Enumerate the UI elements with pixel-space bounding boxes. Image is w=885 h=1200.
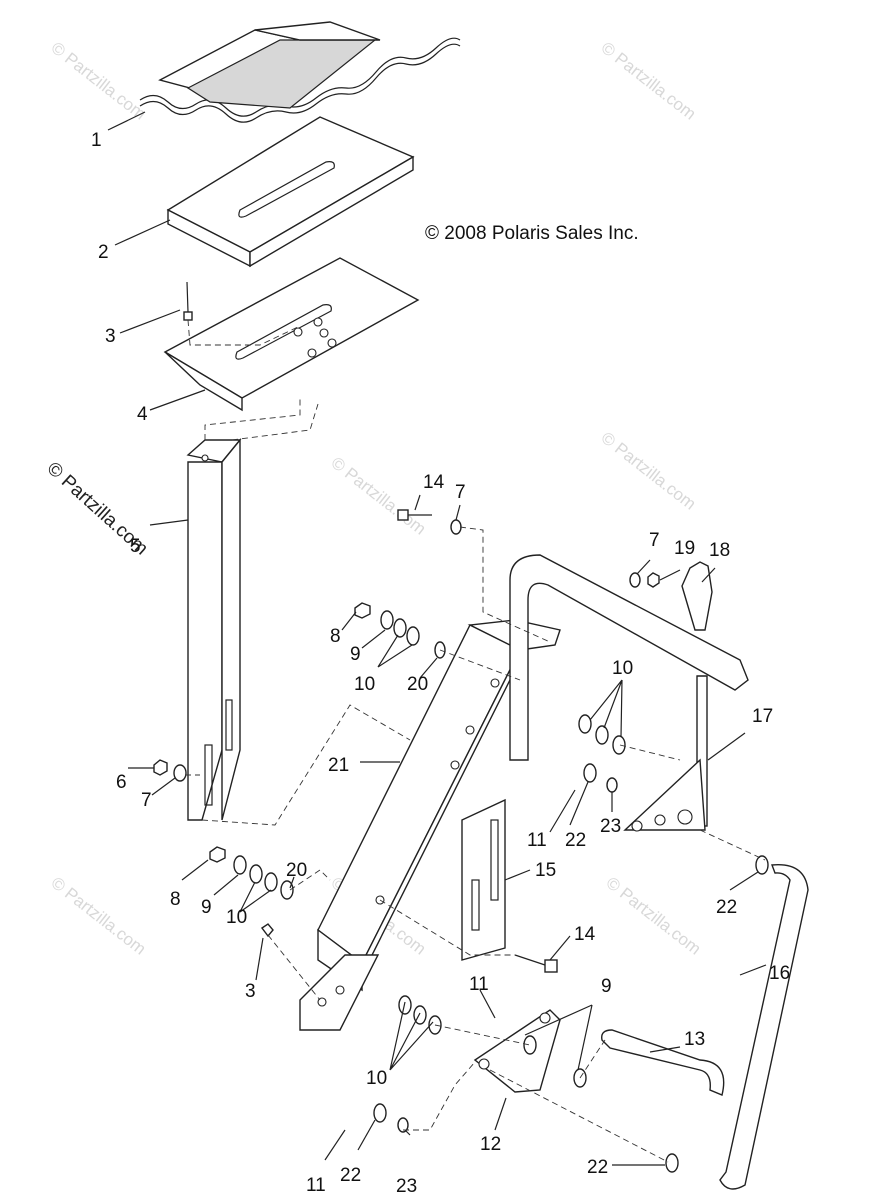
label-part-9: 9 [601, 976, 612, 997]
label-part-20: 20 [407, 674, 428, 695]
part-12-bell-crank [473, 1009, 561, 1093]
label-part-9: 9 [201, 897, 212, 918]
label-part-12: 12 [480, 1134, 501, 1155]
part-17-linkage-plate [623, 675, 708, 832]
label-part-8: 8 [330, 626, 341, 647]
hardware-washers-nuts [209, 519, 769, 1173]
watermark-text: © Partzilla.com [603, 873, 705, 959]
part-3-pin-upper [183, 281, 301, 346]
label-part-3: 3 [105, 326, 116, 347]
label-part-18: 18 [709, 540, 730, 561]
watermark-text: © Partzilla.com [598, 38, 700, 124]
label-part-10: 10 [354, 674, 375, 695]
label-part-7: 7 [455, 482, 466, 503]
label-part-23: 23 [600, 816, 621, 837]
label-part-19: 19 [674, 538, 695, 559]
part-16-bent-rod [719, 864, 809, 1190]
watermark-text: © Partzilla.com [48, 38, 150, 124]
watermark-text: © Partzilla.com [48, 873, 150, 959]
label-part-10: 10 [366, 1068, 387, 1089]
part-14-bolts [397, 509, 558, 973]
part-13-link-arm [601, 1029, 725, 1096]
label-part-15: 15 [535, 860, 556, 881]
label-part-8: 8 [170, 889, 181, 910]
label-part-23: 23 [396, 1176, 417, 1197]
label-part-14: 14 [423, 472, 445, 493]
part-21-main-tube [299, 619, 561, 1031]
part-number-labels: 1 2 3 4 5 6 7 14 7 7 19 18 8 9 10 20 10 … [91, 130, 790, 1197]
copyright-notice: © 2008 Polaris Sales Inc. [425, 223, 639, 244]
label-part-2: 2 [98, 242, 109, 263]
label-part-17: 17 [752, 706, 773, 727]
leader-lines [107, 111, 767, 1166]
label-part-11: 11 [306, 1175, 326, 1196]
label-part-6: 6 [116, 772, 127, 793]
label-part-7: 7 [141, 790, 152, 811]
assembly-lines [201, 526, 766, 1163]
label-part-10: 10 [612, 658, 633, 679]
label-part-21: 21 [328, 755, 349, 776]
watermark-text: © Partzilla.com [328, 453, 430, 539]
label-part-7: 7 [649, 530, 660, 551]
label-part-20: 20 [286, 860, 307, 881]
label-part-16: 16 [769, 963, 790, 984]
part-5-channel-post [186, 396, 319, 821]
part-15-channel-bracket [461, 798, 506, 961]
label-part-3: 3 [245, 981, 256, 1002]
label-part-11: 11 [469, 974, 489, 995]
label-part-13: 13 [684, 1029, 705, 1050]
label-part-1: 1 [91, 130, 102, 151]
watermark-text: © Partzilla.com [598, 428, 700, 514]
label-part-22: 22 [340, 1165, 361, 1186]
label-part-10: 10 [226, 907, 247, 928]
label-part-22: 22 [565, 830, 586, 851]
part-6-7-hardware [153, 759, 200, 782]
part-2-plate [166, 116, 415, 268]
label-part-5: 5 [130, 536, 141, 557]
part-4-bracket-plate [163, 257, 420, 412]
label-part-4: 4 [137, 404, 148, 425]
label-part-22: 22 [716, 897, 737, 918]
part-1-floor-mat [139, 21, 461, 123]
label-part-22: 22 [587, 1157, 608, 1178]
label-part-14: 14 [574, 924, 596, 945]
label-part-9: 9 [350, 644, 361, 665]
label-part-11: 11 [527, 830, 547, 851]
